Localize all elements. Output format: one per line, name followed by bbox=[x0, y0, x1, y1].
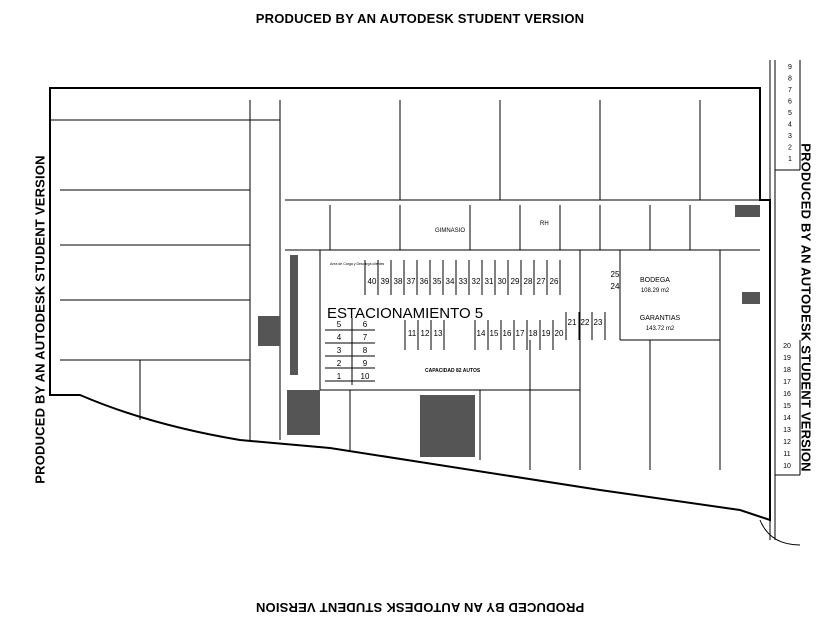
stall-number: 38 bbox=[394, 277, 403, 286]
stall-number: 19 bbox=[542, 329, 551, 338]
stall-number: 3 bbox=[337, 346, 342, 355]
stall-number: 26 bbox=[550, 277, 559, 286]
hatched-ramps bbox=[258, 205, 760, 457]
stall-number: 12 bbox=[783, 439, 791, 446]
stall-number: 2 bbox=[788, 145, 792, 152]
stall-number: 1 bbox=[788, 156, 792, 163]
stall-number: 36 bbox=[420, 277, 429, 286]
stall-number: 34 bbox=[446, 277, 455, 286]
loading-area-label: Area de Carga y Descarga clientes bbox=[330, 262, 385, 266]
rh-label: RH bbox=[540, 221, 549, 227]
stall-number: 14 bbox=[783, 415, 791, 422]
stall-number: 13 bbox=[434, 329, 443, 338]
stall-number: 10 bbox=[361, 372, 370, 381]
stall-number: 17 bbox=[783, 379, 791, 386]
capacity-label: CAPACIDAD 82 AUTOS bbox=[425, 368, 481, 374]
bodega-label: BODEGA bbox=[640, 277, 670, 284]
stall-number: 4 bbox=[788, 122, 792, 129]
stall-number: 40 bbox=[368, 277, 377, 286]
stall-number: 35 bbox=[433, 277, 442, 286]
stall-number: 11 bbox=[783, 451, 790, 458]
stall-number: 4 bbox=[337, 333, 342, 342]
stall-number: 6 bbox=[788, 99, 792, 106]
stall-number: 6 bbox=[363, 320, 368, 329]
stall-number: 8 bbox=[363, 346, 368, 355]
stall-number: 21 bbox=[568, 318, 577, 327]
stall-number: 1 bbox=[337, 372, 342, 381]
stall-number: 32 bbox=[472, 277, 481, 286]
stall-number: 31 bbox=[485, 277, 494, 286]
stall-number: 8 bbox=[788, 76, 792, 83]
stall-number: 20 bbox=[555, 329, 564, 338]
stall-number: 22 bbox=[581, 318, 590, 327]
stall-number: 25 bbox=[611, 270, 620, 279]
gimnasio-label: GIMNASIO bbox=[435, 228, 465, 234]
stall-number: 37 bbox=[407, 277, 416, 286]
building-outline bbox=[49, 60, 801, 546]
stall-number: 7 bbox=[788, 87, 792, 94]
stall-number: 2 bbox=[337, 359, 342, 368]
stall-number: 24 bbox=[611, 282, 620, 291]
room-labels: ESTACIONAMIENTO 5 CAPACIDAD 82 AUTOS BOD… bbox=[327, 221, 681, 374]
stall-number: 33 bbox=[459, 277, 468, 286]
stall-number: 18 bbox=[529, 329, 538, 338]
stall-number: 23 bbox=[594, 318, 603, 327]
stall-number: 29 bbox=[511, 277, 520, 286]
stall-number: 20 bbox=[783, 343, 791, 350]
parking-area-label: ESTACIONAMIENTO 5 bbox=[327, 305, 483, 322]
stall-number: 17 bbox=[516, 329, 525, 338]
stall-number: 15 bbox=[783, 403, 791, 410]
stall-number: 16 bbox=[783, 391, 791, 398]
stall-number: 5 bbox=[788, 110, 792, 117]
stall-number: 3 bbox=[788, 133, 792, 140]
stall-number: 9 bbox=[363, 359, 368, 368]
stall-number: 18 bbox=[783, 367, 791, 374]
stall-number: 15 bbox=[490, 329, 499, 338]
stall-number: 28 bbox=[524, 277, 533, 286]
stall-number: 12 bbox=[421, 329, 430, 338]
stall-number: 16 bbox=[503, 329, 512, 338]
stall-number: 19 bbox=[783, 355, 791, 362]
stall-number: 39 bbox=[381, 277, 390, 286]
bodega-area: 108.29 m2 bbox=[641, 288, 670, 294]
stall-number: 30 bbox=[498, 277, 507, 286]
stall-number: 11 bbox=[408, 329, 417, 338]
stall-number: 13 bbox=[783, 427, 791, 434]
stall-number: 5 bbox=[337, 320, 342, 329]
stall-number: 9 bbox=[788, 64, 792, 71]
stall-number: 27 bbox=[537, 277, 546, 286]
stall-number: 14 bbox=[477, 329, 486, 338]
garantias-label: GARANTIAS bbox=[640, 315, 681, 322]
garantias-area: 143.72 m2 bbox=[646, 326, 675, 332]
stall-number: 7 bbox=[363, 333, 368, 342]
stall-number: 10 bbox=[783, 463, 791, 470]
watermark-top: PRODUCED BY AN AUTODESK STUDENT VERSION bbox=[255, 11, 585, 26]
